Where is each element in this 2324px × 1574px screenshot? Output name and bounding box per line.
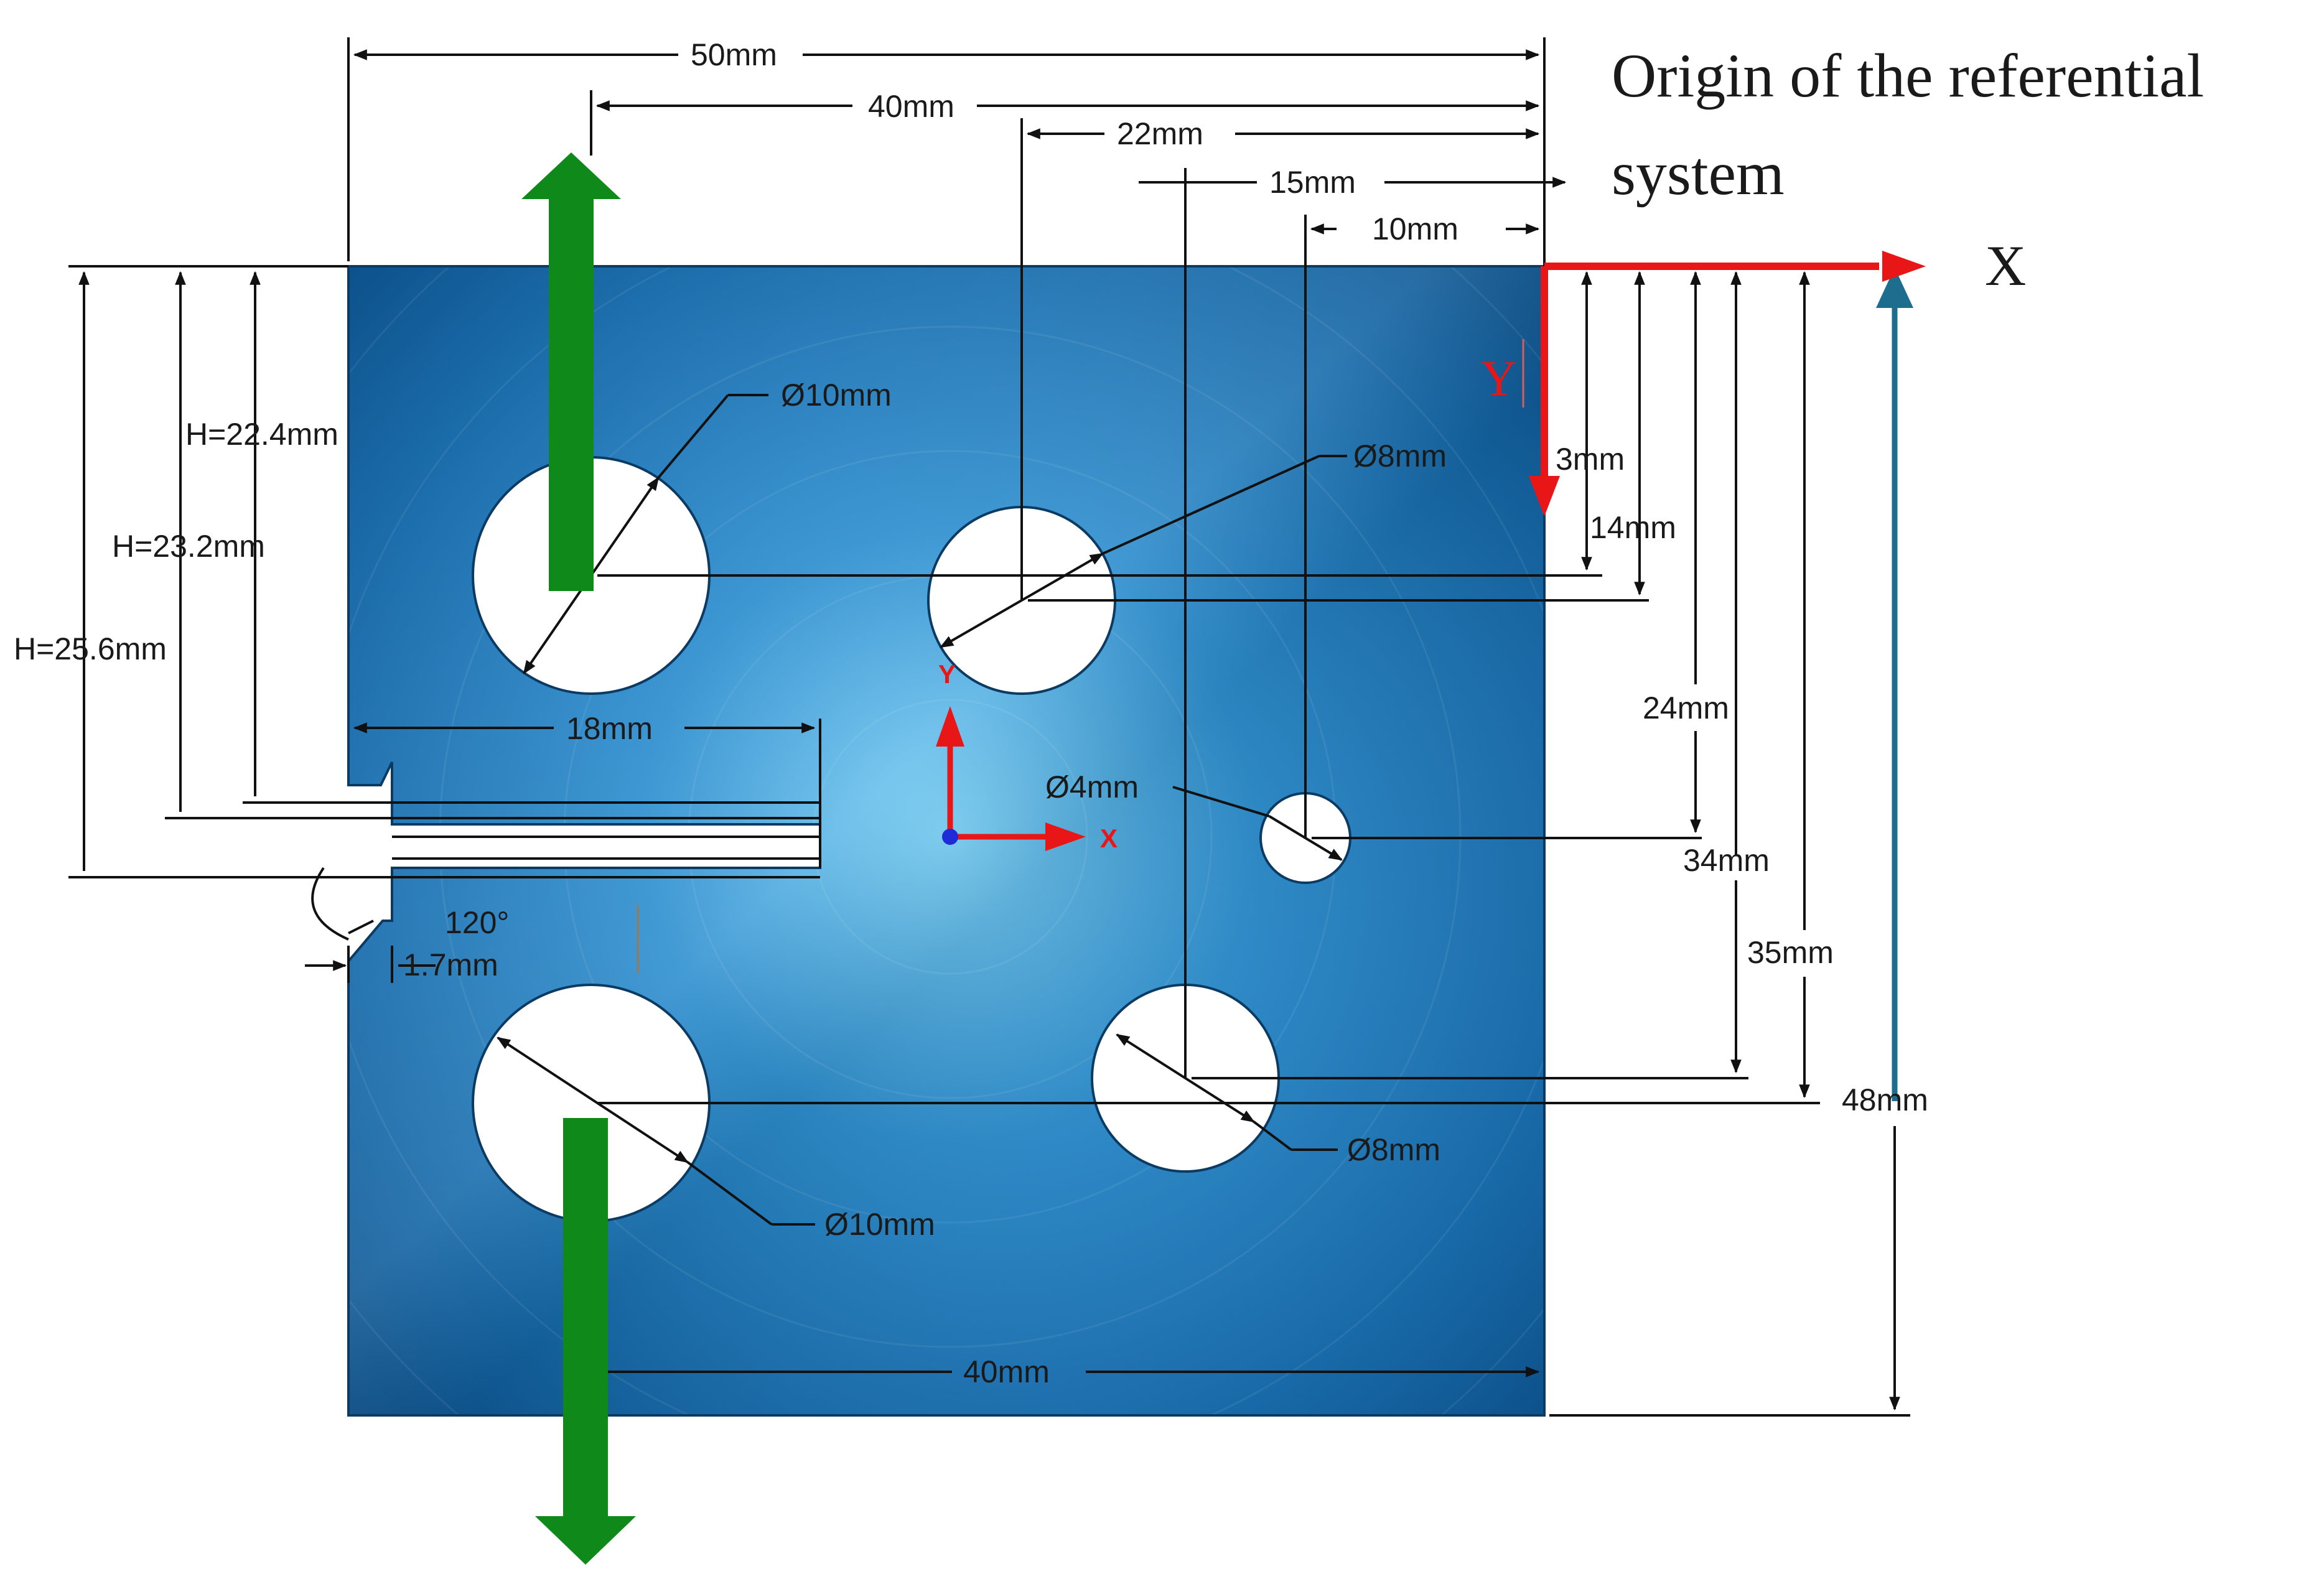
load-arrow-down (535, 1118, 636, 1565)
dim-h-25-6: H=25.6mm (14, 631, 167, 666)
title-line-2: system (1612, 139, 1785, 208)
dim-offset-15: 15mm (1269, 165, 1356, 200)
local-y-label: Y (938, 659, 956, 689)
dim-width-50: 50mm (691, 37, 777, 72)
local-x-label: X (1100, 824, 1118, 853)
dim-v-35: 35mm (1747, 935, 1834, 970)
dim-hole-bottom-left: Ø10mm (824, 1207, 935, 1242)
dim-offset-22: 22mm (1117, 116, 1203, 151)
dim-v-14: 14mm (1590, 510, 1676, 545)
local-axes (936, 706, 1086, 851)
global-y-label: Y (1481, 352, 1517, 406)
load-arrow-up (521, 152, 621, 591)
dim-hole-bottom-right: Ø8mm (1347, 1132, 1440, 1167)
height-48-arrow (1876, 268, 1913, 1101)
dim-width-40-top: 40mm (868, 89, 954, 124)
dim-v-24: 24mm (1643, 691, 1729, 725)
dim-h-23-2: H=23.2mm (112, 529, 265, 564)
global-x-label: X (1985, 234, 2026, 297)
dim-width-40-bottom: 40mm (963, 1354, 1050, 1389)
origin-dot (942, 829, 958, 845)
dim-angle-120: 120° (445, 905, 509, 940)
dim-v-34: 34mm (1683, 843, 1770, 878)
dim-offset-10: 10mm (1372, 212, 1458, 246)
title-line-1: Origin of the referential (1612, 41, 2204, 110)
dim-v-3: 3mm (1556, 442, 1625, 477)
dim-hole-top-left: Ø10mm (781, 378, 892, 412)
dim-hole-top-mid: Ø8mm (1353, 439, 1447, 473)
dim-hole-small: Ø4mm (1045, 770, 1139, 804)
global-axes (1522, 251, 1926, 516)
dim-h-22-4: H=22.4mm (185, 417, 338, 452)
dimension-lines (68, 37, 1910, 1417)
dim-v-48: 48mm (1842, 1083, 1928, 1117)
dimension-labels: 50mm 40mm 22mm 15mm 10mm Ø10mm Ø8mm Ø4mm… (14, 37, 1928, 1389)
dim-notch-1-7: 1.7mm (403, 948, 498, 982)
dim-slot-18: 18mm (566, 711, 653, 746)
